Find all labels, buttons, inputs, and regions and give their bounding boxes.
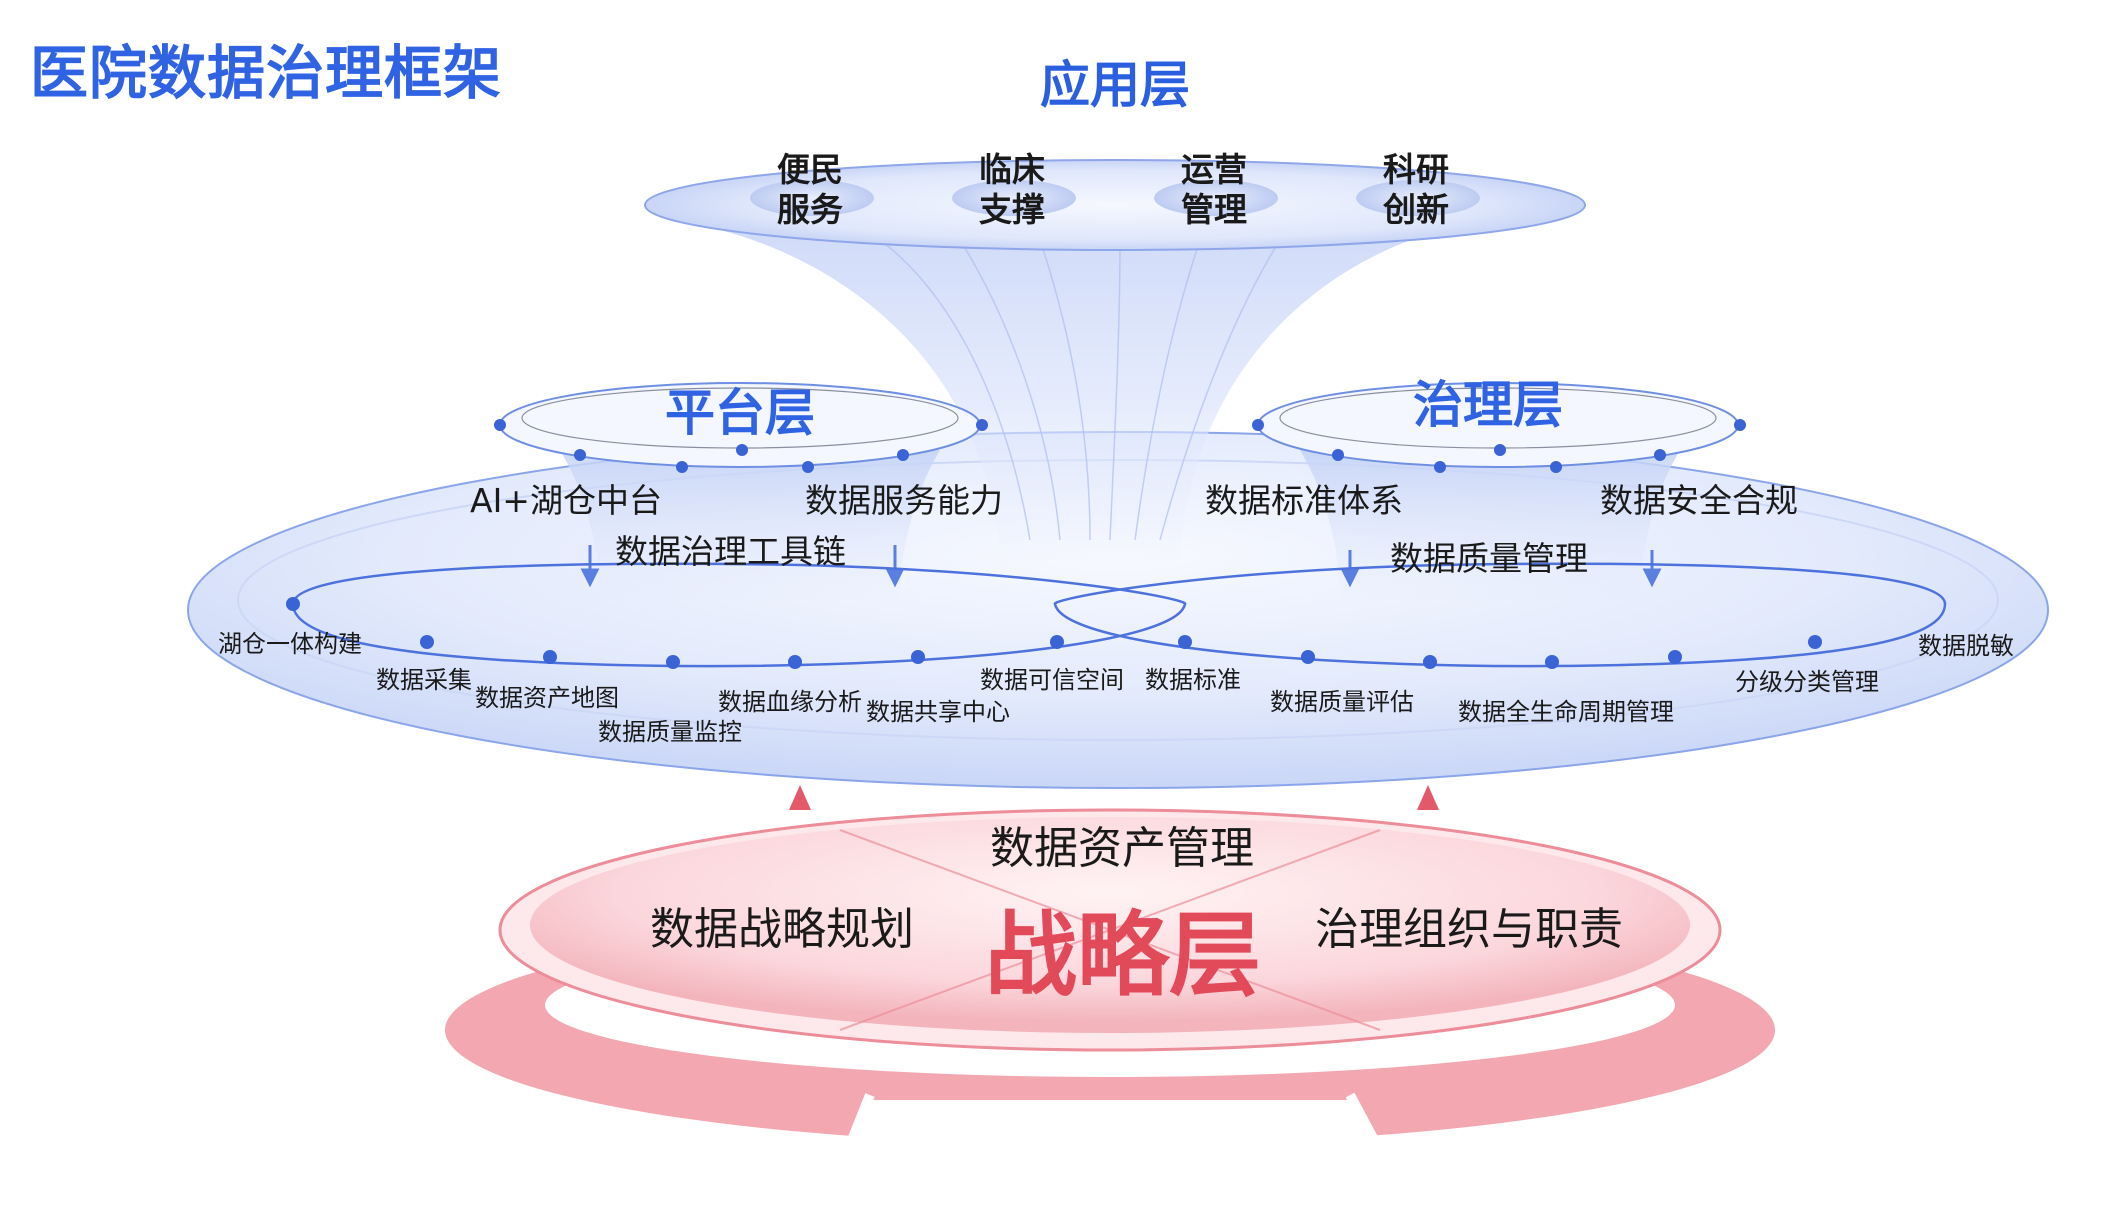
- app-item-line: 科研: [1383, 150, 1449, 189]
- node-label: 数据质量评估: [1270, 688, 1414, 716]
- node-label: 数据血缘分析: [718, 688, 862, 716]
- app-item-clinical: 临床 支撑: [979, 150, 1045, 230]
- strategy-item-asset-management: 数据资产管理: [990, 823, 1254, 874]
- node-label: 数据共享中心: [866, 698, 1010, 726]
- platform-layer-title: 平台层: [665, 384, 815, 442]
- governance-layer-title: 治理层: [1413, 376, 1563, 434]
- platform-module-data-service: 数据服务能力: [805, 481, 1003, 520]
- app-item-convenience: 便民 服务: [777, 150, 843, 230]
- node-label: 分级分类管理: [1735, 668, 1879, 696]
- strategy-layer-title: 战略层: [985, 902, 1262, 1009]
- platform-module-ai-lakehouse: AI+湖仓中台: [470, 481, 662, 520]
- app-item-research: 科研 创新: [1383, 150, 1449, 230]
- node-label: 数据标准: [1145, 666, 1241, 694]
- down-arrows: [580, 545, 1662, 588]
- app-item-line: 运营: [1181, 150, 1247, 189]
- node-label: 数据全生命周期管理: [1458, 698, 1674, 726]
- app-item-line: 服务: [777, 190, 843, 229]
- node-label: 湖仓一体构建: [218, 630, 362, 658]
- app-item-line: 管理: [1181, 190, 1247, 229]
- app-item-line: 创新: [1383, 190, 1449, 229]
- governance-module-standards: 数据标准体系: [1205, 481, 1403, 520]
- node-label: 数据资产地图: [475, 684, 619, 712]
- application-disk: [644, 159, 1586, 251]
- node-ring-paths: [291, 562, 1947, 668]
- node-dots: [286, 597, 1822, 669]
- node-label: 数据可信空间: [980, 666, 1124, 694]
- app-item-line: 支撑: [979, 190, 1045, 229]
- ring-dots: [494, 419, 1746, 473]
- platform-ring: [499, 382, 981, 468]
- governance-module-quality: 数据质量管理: [1390, 539, 1588, 578]
- node-label: 数据采集: [376, 666, 472, 694]
- node-label: 数据脱敏: [1918, 632, 2014, 660]
- application-layer-title: 应用层: [1040, 56, 1190, 114]
- governance-module-security: 数据安全合规: [1600, 481, 1798, 520]
- app-item-line: 便民: [777, 150, 843, 189]
- strategy-item-planning: 数据战略规划: [650, 904, 914, 955]
- strategy-base: [445, 785, 1775, 1173]
- app-item-operations: 运营 管理: [1181, 150, 1247, 230]
- central-funnel: [700, 225, 1460, 560]
- app-item-line: 临床: [979, 150, 1045, 189]
- node-label: 数据质量监控: [598, 718, 742, 746]
- side-funnels: [560, 450, 1680, 600]
- platform-module-toolchain: 数据治理工具链: [615, 532, 846, 571]
- page-title: 医院数据治理框架: [30, 39, 503, 107]
- strategy-item-organization: 治理组织与职责: [1315, 904, 1623, 955]
